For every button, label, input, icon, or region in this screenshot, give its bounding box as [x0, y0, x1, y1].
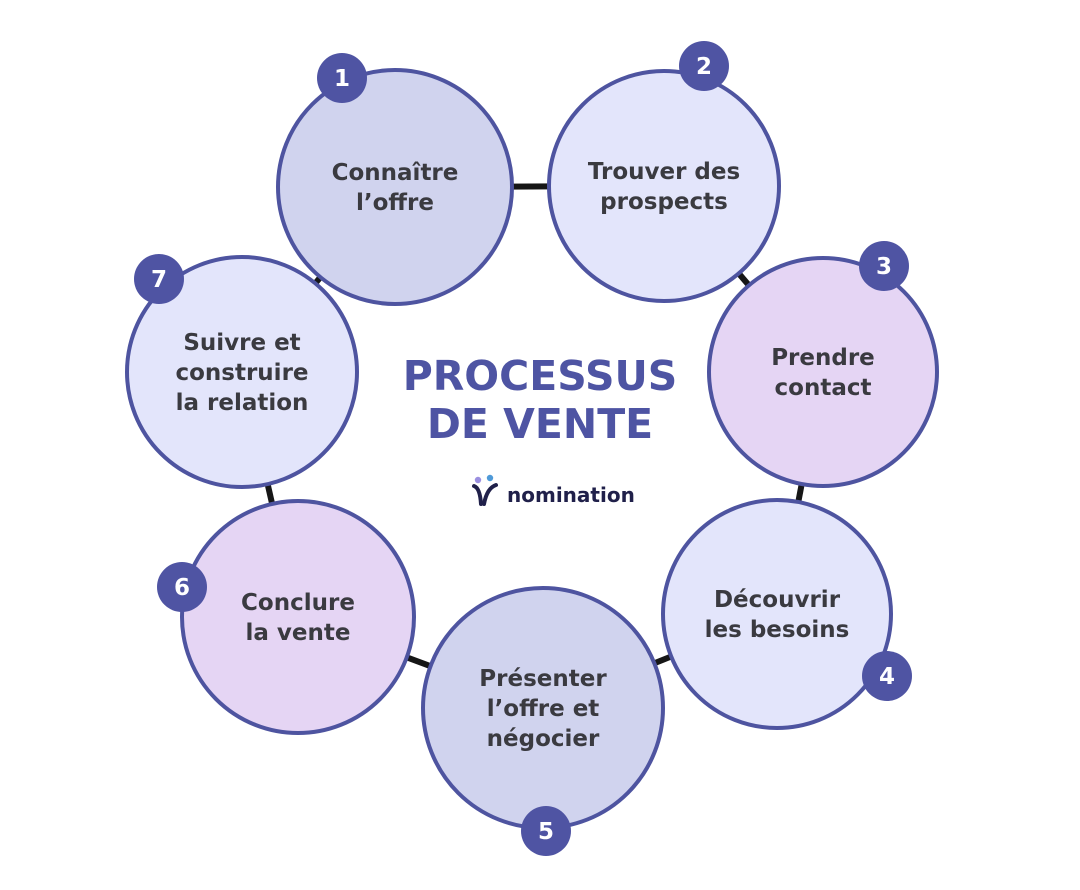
step-label-line: l’offre et	[487, 696, 600, 722]
brand-logo: nomination	[472, 474, 635, 507]
nomination-logo-icon	[472, 474, 498, 506]
step-number-badge: 2	[679, 41, 729, 91]
step-label-line: contact	[775, 375, 872, 401]
step-5: Présenter l’offre et négocier 5	[421, 586, 665, 856]
step-label-line: la relation	[176, 390, 309, 416]
step-3: Prendre contact 3	[707, 241, 939, 488]
step-circle	[547, 69, 781, 303]
step-number-badge: 3	[859, 241, 909, 291]
step-4: Découvrir les besoins 4	[661, 498, 912, 730]
step-number-badge: 1	[317, 53, 367, 103]
step-number: 5	[538, 819, 554, 845]
step-circle	[707, 256, 939, 488]
step-number: 1	[334, 66, 350, 92]
step-label-line: construire	[175, 360, 308, 386]
step-label-line: l’offre	[356, 190, 434, 216]
step-label-line: Prendre	[771, 345, 875, 371]
step-number: 7	[151, 267, 167, 293]
step-number: 6	[174, 575, 190, 601]
step-number-badge: 6	[157, 562, 207, 612]
step-circle	[276, 68, 514, 306]
step-circle	[661, 498, 893, 730]
step-number-circle	[679, 41, 729, 91]
step-label-line: Trouver des	[588, 159, 740, 185]
step-label-line: la vente	[246, 620, 351, 646]
step-number-circle	[134, 254, 184, 304]
step-label-line: négocier	[487, 726, 600, 752]
step-label-line: les besoins	[705, 617, 850, 643]
step-number-circle	[317, 53, 367, 103]
step-6: Conclure la vente 6	[157, 499, 416, 735]
step-2: Trouver des prospects 2	[547, 41, 781, 303]
step-number-badge: 5	[521, 806, 571, 856]
step-number-circle	[521, 806, 571, 856]
title-line-1: PROCESSUS	[403, 352, 678, 400]
step-number: 4	[879, 664, 895, 690]
step-7: Suivre et construire la relation 7	[125, 254, 359, 489]
step-number-circle	[157, 562, 207, 612]
step-label-line: Connaître	[332, 160, 459, 186]
step-label-line: Suivre et	[183, 330, 300, 356]
step-number-badge: 7	[134, 254, 184, 304]
step-number-badge: 4	[862, 651, 912, 701]
step-label-line: Découvrir	[714, 587, 841, 613]
step-1: Connaître l’offre 1	[276, 53, 514, 306]
step-label-line: prospects	[600, 189, 728, 215]
step-circle	[125, 255, 359, 489]
step-label-line: Présenter	[479, 666, 607, 692]
brand-name: nomination	[507, 483, 635, 507]
step-number: 3	[876, 254, 892, 280]
step-circle	[180, 499, 416, 735]
title-line-2: DE VENTE	[427, 400, 653, 448]
step-label-line: Conclure	[241, 590, 355, 616]
step-number-circle	[859, 241, 909, 291]
step-number: 2	[696, 54, 712, 80]
step-number-circle	[862, 651, 912, 701]
